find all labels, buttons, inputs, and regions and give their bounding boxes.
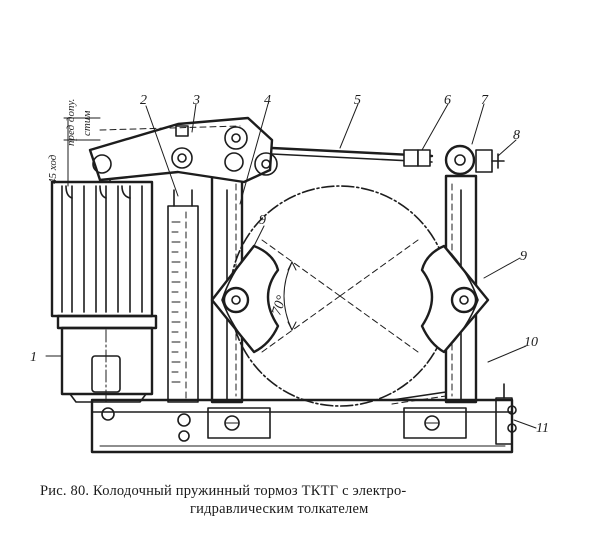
label-9-right: 9 <box>520 249 527 264</box>
label-allowable-1: пред допу. <box>65 99 77 146</box>
label-9-left: 9 <box>259 213 266 228</box>
callout-labels: 1 2 3 4 5 6 7 8 9 9 10 11 45 ход пред до… <box>30 93 549 436</box>
return-spring <box>391 391 447 405</box>
label-stroke: 45 ход <box>47 154 59 184</box>
label-1: 1 <box>30 350 37 365</box>
spring-tube <box>167 189 199 442</box>
label-angle: 70° <box>270 294 290 318</box>
left-brake-shoe <box>210 244 280 354</box>
right-brake-shoe <box>420 244 490 354</box>
label-8: 8 <box>513 128 520 143</box>
caption-line-2: гидравлическим толкателем <box>190 501 369 517</box>
label-4: 4 <box>264 93 271 108</box>
caption-line-1: Рис. 80. Колодочный пружинный тормоз ТКТ… <box>40 483 407 499</box>
leader-lines <box>45 103 537 429</box>
adjust-stop <box>495 383 517 445</box>
figure-caption: Рис. 80. Колодочный пружинный тормоз ТКТ… <box>40 482 580 518</box>
tie-rod <box>270 144 505 176</box>
label-7: 7 <box>481 93 489 108</box>
stroke-indicator <box>63 117 241 187</box>
label-11: 11 <box>536 421 549 436</box>
label-2: 2 <box>140 93 147 108</box>
label-10: 10 <box>524 335 538 350</box>
base-frame <box>90 398 514 454</box>
top-lever <box>88 116 278 184</box>
label-allowable-2: стим <box>81 111 93 136</box>
label-6: 6 <box>444 93 451 108</box>
label-3: 3 <box>192 93 200 108</box>
label-5: 5 <box>354 93 361 108</box>
pusher-motor <box>50 159 158 421</box>
